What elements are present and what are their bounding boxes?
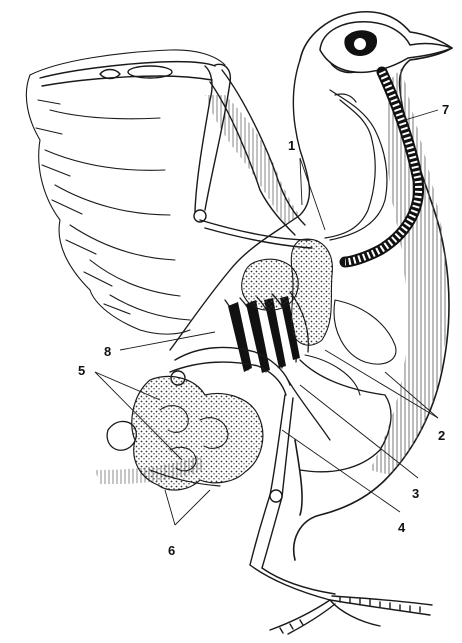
wing-bones bbox=[40, 62, 312, 248]
leader-1b bbox=[300, 158, 325, 230]
wing-feathers bbox=[26, 50, 225, 334]
leader-6b bbox=[175, 490, 210, 525]
label-8: 8 bbox=[104, 344, 111, 359]
leader-8 bbox=[120, 332, 215, 350]
skull bbox=[320, 22, 452, 73]
label-7: 7 bbox=[442, 102, 449, 117]
label-5: 5 bbox=[78, 363, 85, 378]
label-2: 2 bbox=[438, 428, 445, 443]
label-1: 1 bbox=[288, 138, 295, 153]
label-4: 4 bbox=[398, 520, 406, 535]
leader-1a bbox=[300, 158, 302, 205]
label-6: 6 bbox=[168, 543, 175, 558]
label-3: 3 bbox=[412, 486, 419, 501]
esophagus bbox=[325, 90, 387, 240]
leader-6a bbox=[165, 490, 175, 525]
